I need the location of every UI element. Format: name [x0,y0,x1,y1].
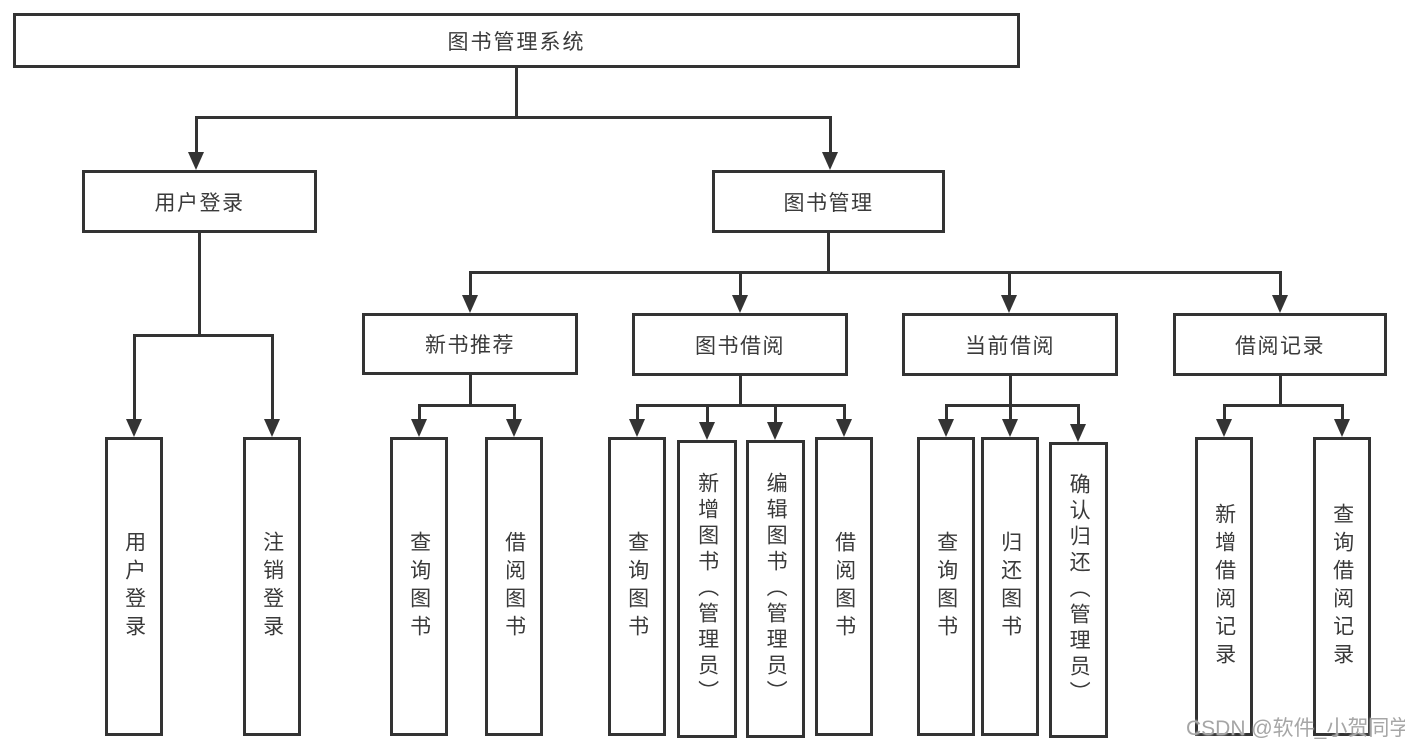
leaf-query-borrow-record: 查询借阅记录 [1313,437,1371,736]
connector-line [739,271,742,299]
connector-arrowhead [264,419,280,437]
csdn-watermark: CSDN @软件_小贺同学 [1186,717,1405,740]
connector-line [513,404,516,422]
node-book-management: 图书管理 [712,170,945,233]
node-book-borrow: 图书借阅 [632,313,848,376]
leaf-add-borrow-record: 新增借阅记录 [1195,437,1253,736]
connector-line [418,404,516,407]
connector-line [469,375,472,407]
connector-line [1341,404,1344,422]
leaf-query-book-2: 查询图书 [608,437,666,736]
connector-line [636,404,639,422]
connector-line [1077,404,1080,426]
connector-arrowhead [188,152,204,170]
node-library-system: 图书管理系统 [13,13,1020,68]
connector-line [133,334,136,422]
leaf-query-book-3: 查询图书 [917,437,975,736]
connector-arrowhead [822,152,838,170]
connector-line [706,404,709,424]
connector-line [515,68,518,118]
connector-arrowhead [1002,419,1018,437]
connector-line [739,376,742,407]
connector-arrowhead [411,419,427,437]
leaf-logout: 注销登录 [243,437,301,736]
connector-arrowhead [1070,424,1086,442]
connector-line [1279,376,1282,407]
connector-line [195,116,198,156]
leaf-confirm-return-admin: 确认归还（管理员） [1049,442,1108,738]
connector-line [133,334,274,337]
connector-line [1223,404,1344,407]
connector-arrowhead [732,295,748,313]
node-borrow-record: 借阅记录 [1173,313,1387,376]
leaf-return-book: 归还图书 [981,437,1039,736]
connector-line [1009,404,1012,422]
connector-arrowhead [1334,419,1350,437]
node-current-borrow: 当前借阅 [902,313,1118,376]
leaf-borrow-book-2: 借阅图书 [815,437,873,736]
leaf-borrow-book-1: 借阅图书 [485,437,543,736]
connector-line [418,404,421,422]
connector-arrowhead [767,422,783,440]
connector-arrowhead [1272,295,1288,313]
connector-line [195,116,832,119]
connector-arrowhead [506,419,522,437]
connector-line [1009,376,1012,407]
connector-arrowhead [1216,419,1232,437]
connector-arrowhead [938,419,954,437]
connector-arrowhead [462,295,478,313]
connector-line [945,404,1080,407]
connector-arrowhead [629,419,645,437]
leaf-edit-book-admin: 编辑图书（管理员） [746,440,805,738]
connector-arrowhead [1001,295,1017,313]
connector-line [1223,404,1226,422]
connector-line [198,233,201,337]
connector-line [469,271,472,299]
connector-line [271,334,274,422]
leaf-user-login: 用户登录 [105,437,163,736]
connector-line [1279,271,1282,299]
leaf-add-book-admin: 新增图书（管理员） [677,440,737,738]
connector-arrowhead [699,422,715,440]
connector-line [945,404,948,422]
node-new-book-recommend: 新书推荐 [362,313,578,375]
connector-line [843,404,846,422]
connector-line [774,404,777,424]
connector-line [829,116,832,156]
connector-arrowhead [126,419,142,437]
connector-line [827,233,830,274]
connector-line [636,404,846,407]
connector-arrowhead [836,419,852,437]
connector-line [469,271,1282,274]
connector-line [1008,271,1011,299]
leaf-query-book-1: 查询图书 [390,437,448,736]
node-user-login: 用户登录 [82,170,317,233]
